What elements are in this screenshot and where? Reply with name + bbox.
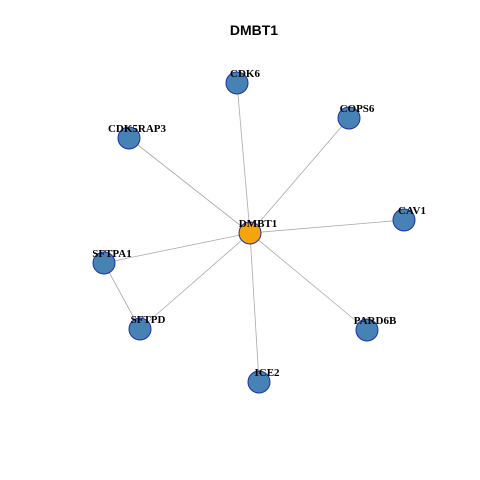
edge-layer bbox=[103, 82, 405, 383]
node-label-cav1: CAV1 bbox=[398, 205, 426, 217]
node-pard6b[interactable] bbox=[355, 318, 379, 342]
node-label-pard6b: PARD6B bbox=[354, 315, 397, 327]
node-label-sftpd: SFTPD bbox=[131, 314, 166, 326]
node-ice2[interactable] bbox=[247, 370, 271, 394]
node-cops6[interactable] bbox=[337, 106, 361, 130]
node-label-sftpa1: SFTPA1 bbox=[92, 248, 132, 260]
node-layer bbox=[92, 71, 416, 394]
edge-dmbt1-ice2 bbox=[249, 232, 260, 383]
edge-dmbt1-cdk6 bbox=[236, 82, 251, 234]
diagram-title: DMBT1 bbox=[230, 22, 278, 38]
node-label-cdk5rap3: CDK5RAP3 bbox=[108, 123, 167, 135]
node-label-cops6: COPS6 bbox=[340, 103, 375, 115]
edge-dmbt1-cdk5rap3 bbox=[128, 137, 251, 234]
node-sftpd[interactable] bbox=[128, 317, 152, 341]
node-label-ice2: ICE2 bbox=[254, 367, 280, 379]
node-cav1[interactable] bbox=[392, 208, 416, 232]
node-dmbt1[interactable] bbox=[238, 221, 262, 245]
node-cdk5rap3[interactable] bbox=[117, 126, 141, 150]
node-cdk6[interactable] bbox=[225, 71, 249, 95]
node-label-cdk6: CDK6 bbox=[230, 68, 260, 80]
edge-dmbt1-cops6 bbox=[249, 117, 350, 234]
edge-sftpa1-sftpd bbox=[103, 262, 141, 330]
node-sftpa1[interactable] bbox=[92, 251, 116, 275]
node-label-dmbt1: DMBT1 bbox=[239, 218, 278, 230]
edge-dmbt1-sftpa1 bbox=[103, 232, 251, 264]
edge-dmbt1-pard6b bbox=[249, 232, 368, 331]
edge-dmbt1-sftpd bbox=[139, 232, 251, 330]
edge-dmbt1-cav1 bbox=[249, 219, 405, 234]
